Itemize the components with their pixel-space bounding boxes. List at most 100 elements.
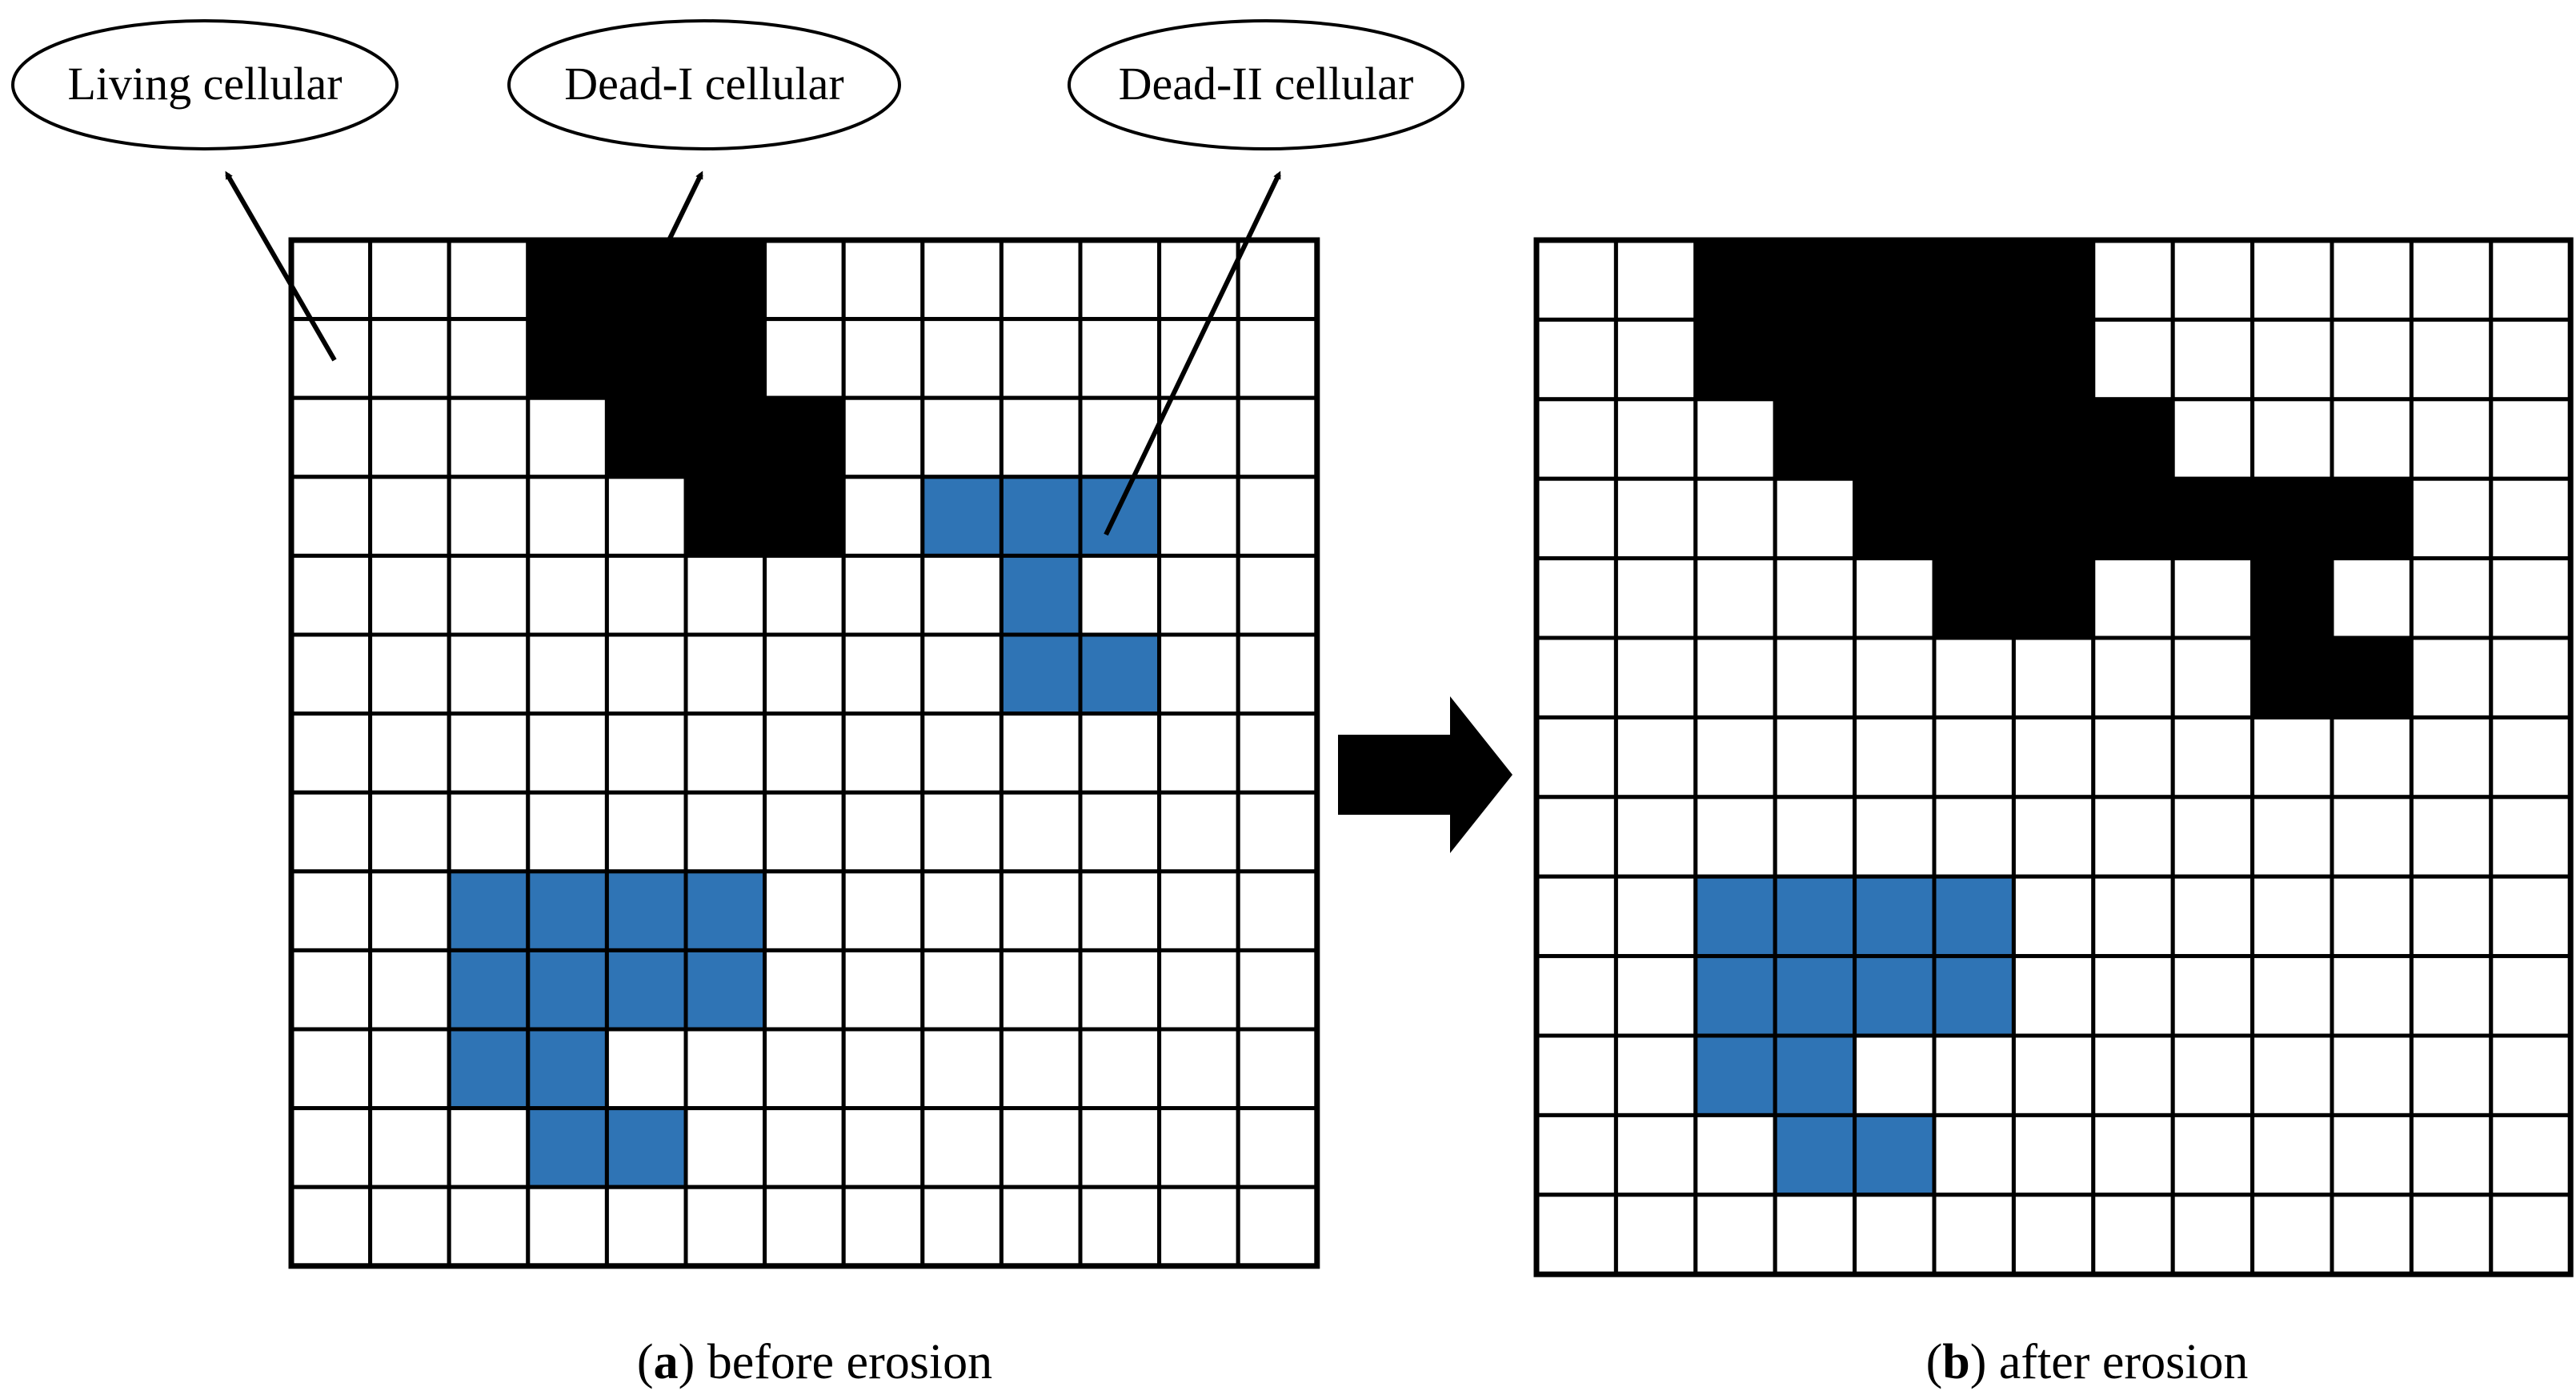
cell-living-r10-c11: [1157, 1027, 1240, 1111]
cell-dead1-r2-c6: [2011, 397, 2096, 481]
cell-living-r6-c10: [1078, 712, 1162, 795]
cell-living-r5-c0: [289, 632, 373, 716]
cell-living-r11-c12: [2489, 1112, 2573, 1197]
cell-living-r6-c4: [1853, 715, 1937, 800]
cell-dead1-r3-c10: [2330, 476, 2414, 561]
cell-living-r5-c11: [2409, 635, 2494, 720]
cell-living-r3-c3: [526, 475, 609, 558]
cell-living-r7-c6: [763, 790, 846, 874]
cell-living-r1-c12: [2489, 317, 2573, 402]
cell-living-r12-c11: [2409, 1193, 2494, 1277]
legend-living: Living cellular: [11, 19, 399, 150]
cell-dead1-r1-c5: [1932, 317, 2016, 402]
cell-living-r6-c4: [604, 712, 688, 795]
cell-living-r7-c7: [841, 790, 925, 874]
cell-living-r1-c9: [2250, 317, 2334, 402]
cell-living-r11-c6: [763, 1106, 846, 1189]
cell-living-r12-c10: [2330, 1193, 2414, 1277]
cell-living-r1-c8: [2170, 317, 2255, 402]
caption-after-erosion: (b) after erosion: [1926, 1335, 2249, 1389]
cell-living-r11-c10: [2330, 1112, 2414, 1197]
cell-living-r4-c1: [1613, 556, 1698, 640]
cell-living-r1-c1: [1613, 317, 1698, 402]
cell-living-r2-c7: [841, 395, 925, 479]
cell-living-r11-c10: [1078, 1106, 1162, 1189]
cell-dead1-r3-c4: [1853, 476, 1937, 561]
cell-living-r6-c12: [2489, 715, 2573, 800]
cell-living-r0-c0: [1534, 238, 1618, 322]
cell-living-r11-c8: [2170, 1112, 2255, 1197]
cell-living-r12-c4: [604, 1185, 688, 1269]
cell-living-r7-c10: [2330, 795, 2414, 879]
cell-living-r7-c8: [920, 790, 1004, 874]
cell-living-r5-c11: [1157, 632, 1240, 716]
cell-living-r10-c5: [1932, 1033, 2016, 1117]
cell-living-r1-c12: [1236, 317, 1320, 400]
cell-living-r1-c10: [2330, 317, 2414, 402]
cell-dead2-r10-c3: [526, 1027, 609, 1111]
cell-living-r8-c0: [1534, 874, 1618, 959]
cell-living-r6-c8: [920, 712, 1004, 795]
cell-living-r8-c12: [1236, 869, 1320, 952]
cell-living-r12-c9: [2250, 1193, 2334, 1277]
cell-living-r12-c7: [2091, 1193, 2175, 1277]
cell-dead1-r3-c8: [2170, 476, 2255, 561]
cell-dead1-r0-c4: [604, 238, 688, 322]
caption-a-letter: a: [654, 1335, 679, 1389]
cell-living-r12-c1: [1613, 1193, 1698, 1277]
cell-dead1-r0-c3: [1773, 238, 1857, 322]
cell-living-r2-c11: [2409, 397, 2494, 481]
cell-dead2-r11-c3: [526, 1106, 609, 1189]
cell-living-r10-c7: [2091, 1033, 2175, 1117]
cell-living-r1-c7: [841, 317, 925, 400]
cell-living-r4-c3: [526, 553, 609, 637]
cell-living-r3-c0: [289, 475, 373, 558]
cell-living-r11-c7: [2091, 1112, 2175, 1197]
cell-living-r10-c9: [999, 1027, 1083, 1111]
cell-living-r12-c11: [1157, 1185, 1240, 1269]
cell-living-r10-c9: [2250, 1033, 2334, 1117]
cell-living-r9-c0: [289, 948, 373, 1032]
cell-living-r0-c2: [447, 238, 531, 322]
cell-living-r3-c3: [1773, 476, 1857, 561]
cell-dead1-r1-c3: [526, 317, 609, 400]
cell-living-r4-c4: [1853, 556, 1937, 640]
cell-living-r10-c10: [2330, 1033, 2414, 1117]
caption-b-letter: b: [1942, 1335, 1969, 1389]
cell-living-r8-c7: [841, 869, 925, 952]
cell-dead2-r11-c3: [1773, 1112, 1857, 1197]
grid-after-erosion: [1533, 237, 2574, 1277]
cell-dead1-r3-c5: [1932, 476, 2016, 561]
cell-living-r9-c8: [2170, 954, 2255, 1038]
cell-living-r8-c1: [1613, 874, 1698, 959]
cell-living-r11-c2: [447, 1106, 531, 1189]
cell-dead1-r1-c2: [1693, 317, 1777, 402]
cell-living-r2-c1: [1613, 397, 1698, 481]
arrow-dead2-pointer: [1104, 170, 1281, 536]
cell-living-r12-c2: [447, 1185, 531, 1269]
cell-living-r8-c12: [2489, 874, 2573, 959]
cell-living-r1-c2: [447, 317, 531, 400]
cell-living-r12-c6: [2011, 1193, 2096, 1277]
caption-a-text: before erosion: [695, 1335, 992, 1389]
cell-living-r7-c11: [2409, 795, 2494, 879]
cell-living-r9-c1: [368, 948, 451, 1032]
legend-dead2-label: Dead-II cellular: [1119, 58, 1414, 110]
cell-living-r2-c11: [1157, 395, 1240, 479]
cell-living-r7-c0: [1534, 795, 1618, 879]
cell-living-r0-c7: [2091, 238, 2175, 322]
cell-dead2-r9-c5: [683, 948, 767, 1032]
cell-living-r11-c7: [841, 1106, 925, 1189]
cell-living-r12-c4: [1853, 1193, 1937, 1277]
cell-living-r6-c5: [1932, 715, 2016, 800]
cell-dead2-r9-c3: [526, 948, 609, 1032]
cell-living-r9-c7: [841, 948, 925, 1032]
cell-living-r2-c0: [1534, 397, 1618, 481]
cell-dead1-r5-c9: [2250, 635, 2334, 720]
cell-living-r9-c11: [1157, 948, 1240, 1032]
cell-living-r10-c12: [1236, 1027, 1320, 1111]
cell-living-r10-c11: [2409, 1033, 2494, 1117]
cell-living-r8-c8: [920, 869, 1004, 952]
cell-living-r6-c1: [1613, 715, 1698, 800]
cell-dead1-r0-c4: [1853, 238, 1937, 322]
